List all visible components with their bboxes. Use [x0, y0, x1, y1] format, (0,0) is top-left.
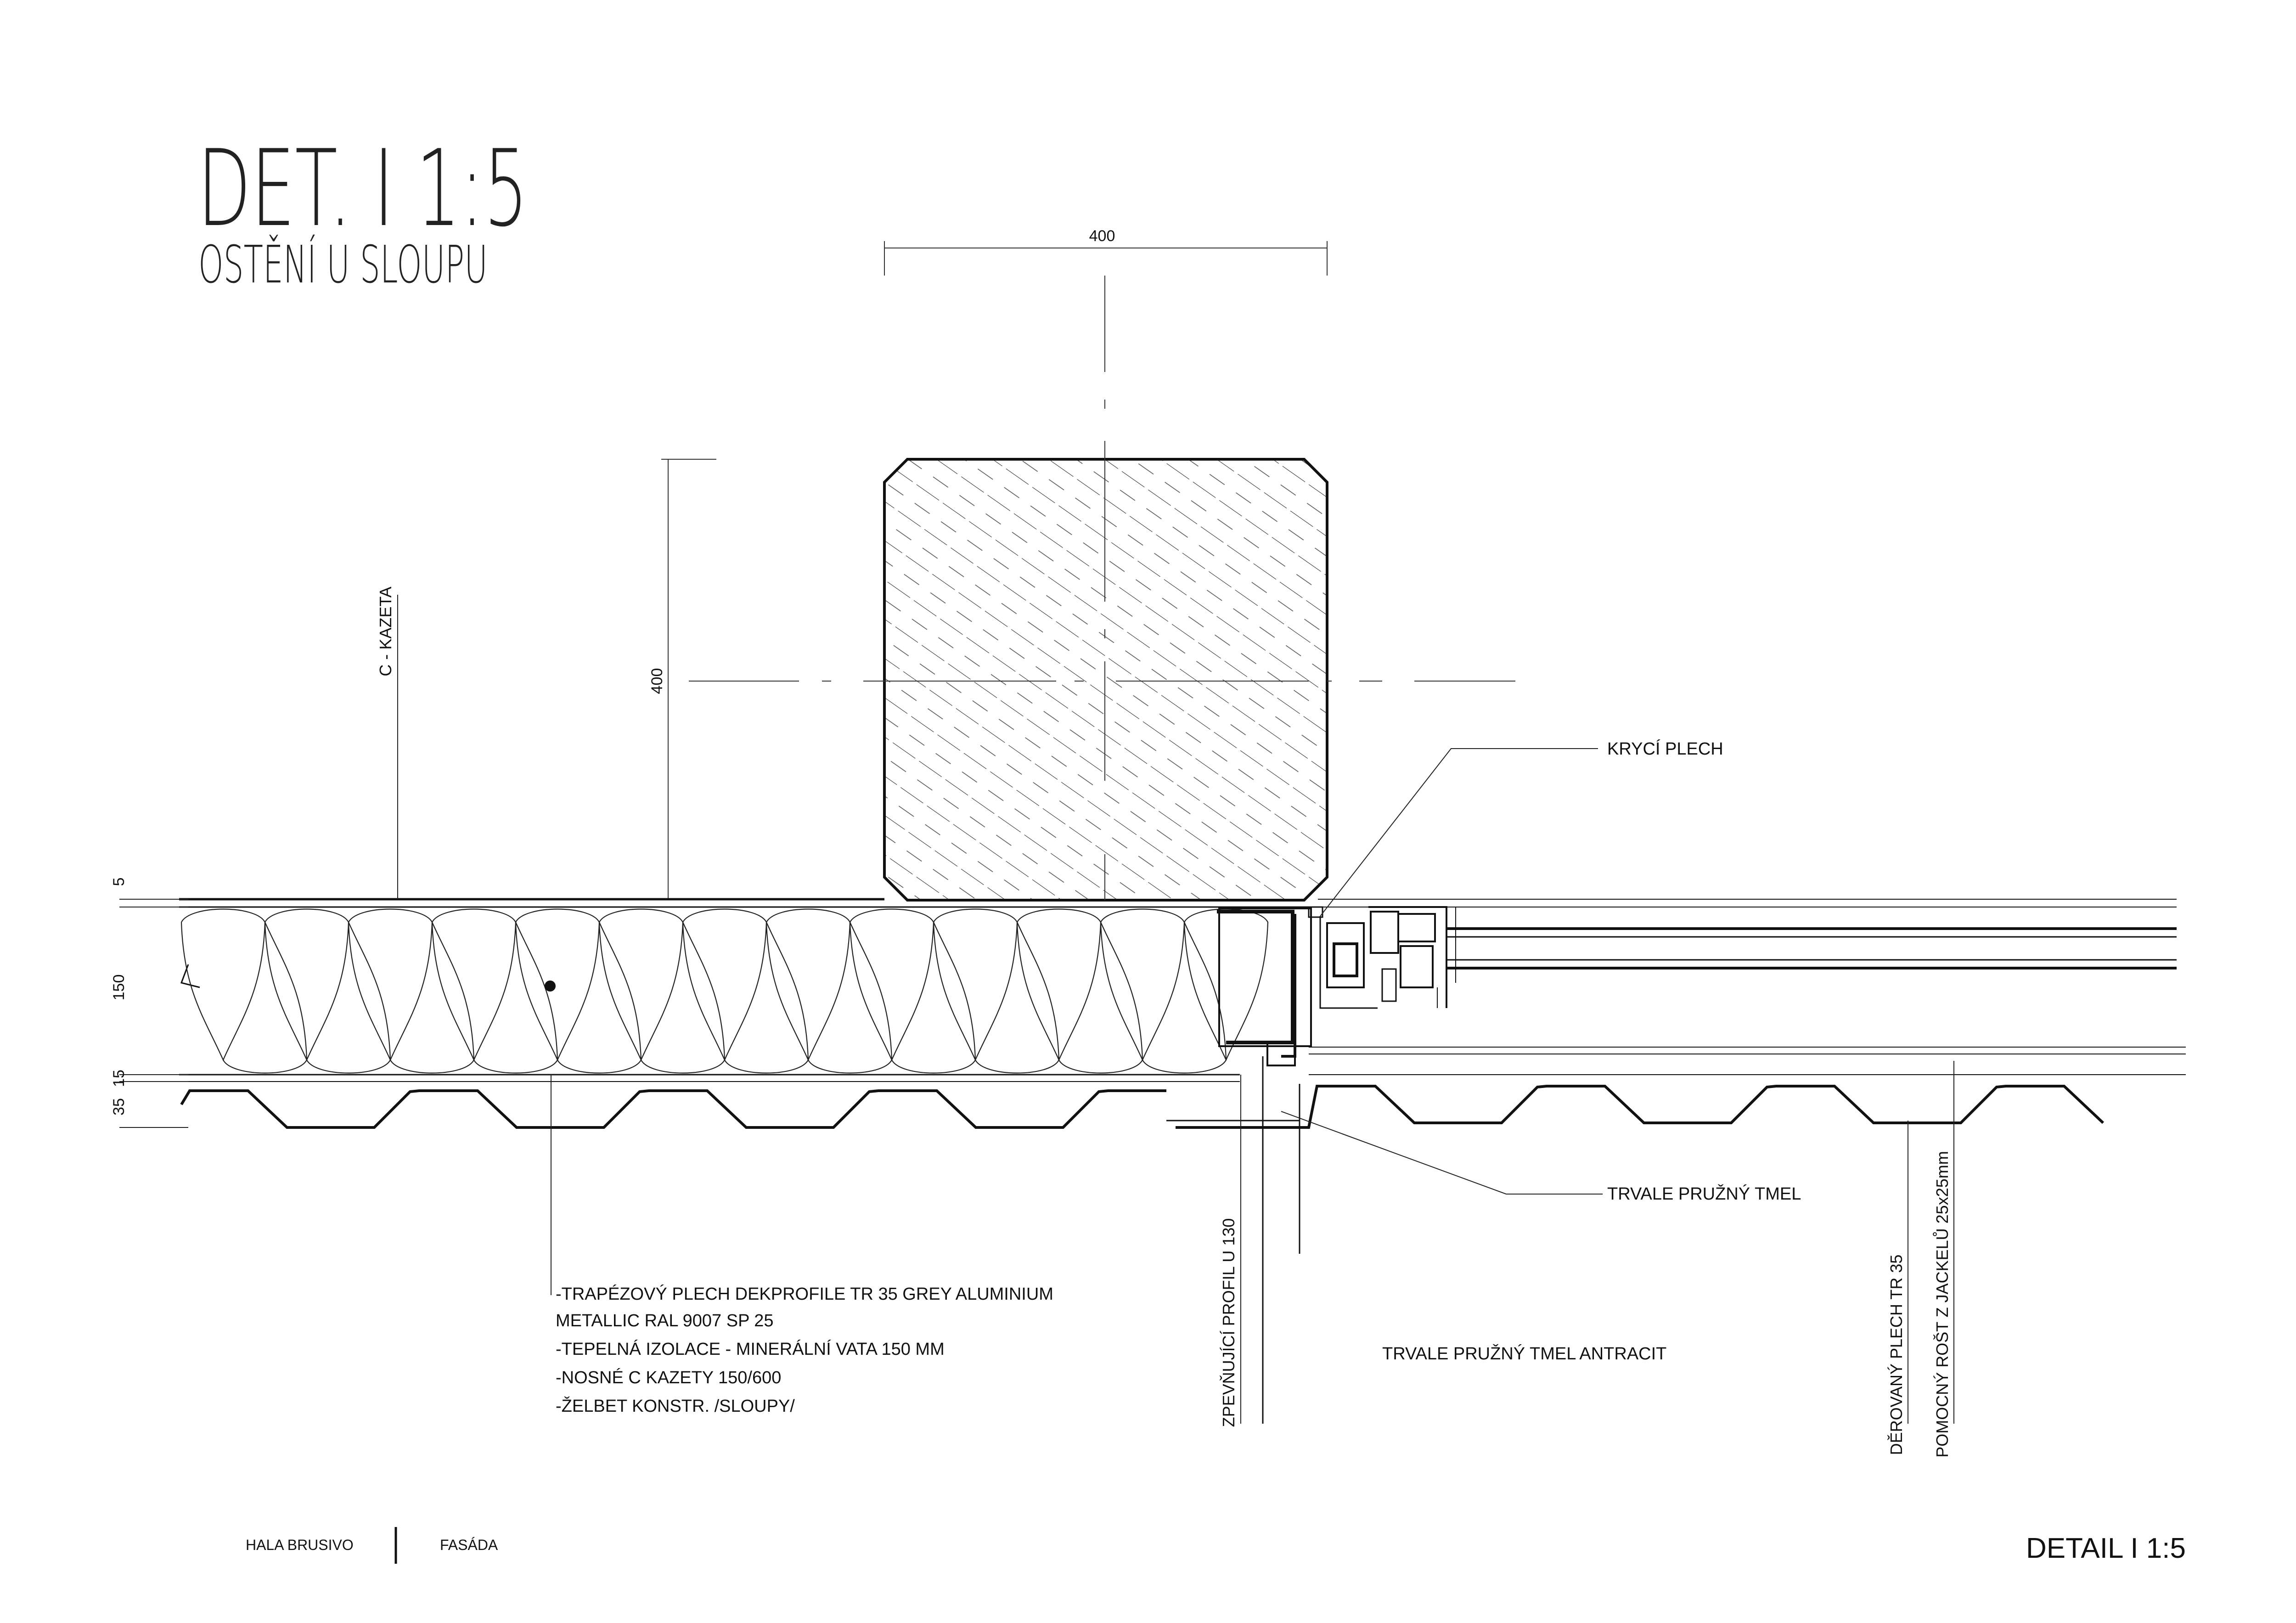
- label-c-kazeta: C - KAZETA: [376, 586, 395, 676]
- footer-project: HALA BRUSIVO: [246, 1537, 354, 1553]
- label-trvale-pruzny-tmel: TRVALE PRUŽNÝ TMEL: [1607, 1184, 1801, 1204]
- label-kryci-plech: KRYCÍ PLECH: [1607, 739, 1723, 759]
- insulation-wave: [765, 908, 851, 1061]
- insulation-wave: [264, 908, 349, 1061]
- insulation-wave: [348, 908, 433, 1061]
- insulation-wave: [1100, 908, 1185, 1061]
- insulation-wave: [557, 922, 642, 1074]
- dimension-horizontal: [884, 241, 1328, 276]
- drawing-subtitle: OSTĚNÍ U SLOUPU: [198, 234, 488, 295]
- insulation-wave: [682, 908, 767, 1061]
- insulation-wave: [933, 908, 1018, 1061]
- dimension-15: 15: [110, 1070, 128, 1087]
- composition-line: -ŽELBET KONSTR. /SLOUPY/: [556, 1396, 795, 1416]
- insulation-wave: [891, 922, 976, 1074]
- dimension-35: 35: [110, 1098, 128, 1116]
- leader-lines: [119, 595, 1954, 1424]
- dimension-5: 5: [110, 878, 128, 886]
- insulation-wave: [849, 908, 934, 1061]
- axis-lines: [689, 276, 1515, 900]
- dimension-vertical-label: 400: [648, 668, 666, 694]
- wall-layers: [179, 898, 2186, 1082]
- insulation-wave: [306, 922, 391, 1074]
- trapezoidal-sheet: [180, 1085, 2105, 1129]
- insulation-wave: [975, 922, 1060, 1074]
- label-trvale-pruzny-tmel-antracit: TRVALE PRUŽNÝ TMEL ANTRACIT: [1382, 1344, 1666, 1364]
- composition-line: -TEPELNÁ IZOLACE - MINERÁLNÍ VATA 150 MM: [556, 1339, 945, 1359]
- concrete-column: [883, 458, 1328, 902]
- footer-section: FASÁDA: [440, 1537, 498, 1553]
- label-zpevnujici-profil: ZPEVŇUJÍCÍ PROFIL U 130: [1219, 1218, 1238, 1427]
- dimension-horizontal-label: 400: [1089, 227, 1115, 245]
- insulation-wave: [1142, 922, 1227, 1074]
- window-frame-profile: [1166, 906, 2177, 1424]
- insulation-wave: [1016, 908, 1102, 1061]
- composition-line: METALLIC RAL 9007 SP 25: [556, 1311, 774, 1330]
- insulation-wave: [641, 922, 726, 1074]
- insulation-marker: [545, 981, 556, 992]
- insulation-wave: [515, 908, 600, 1061]
- dimension-vertical: [661, 459, 716, 900]
- insulation-wave: [180, 908, 266, 1061]
- insulation-wave: [724, 922, 809, 1074]
- label-derovany-plech: DĚROVANÝ PLECH TR 35: [1887, 1255, 1906, 1455]
- insulation-wave: [431, 908, 517, 1061]
- drawing-title: DET. I 1:5: [197, 128, 528, 250]
- label-pomocny-rost: POMOCNÝ ROŠT Z JACKELŮ 25x25mm: [1932, 1151, 1952, 1457]
- composition-line: -TRAPÉZOVÝ PLECH DEKPROFILE TR 35 GREY A…: [556, 1284, 1053, 1304]
- dimension-150: 150: [110, 975, 128, 1001]
- insulation-wave: [1183, 908, 1269, 1061]
- insulation-wave: [390, 922, 475, 1074]
- footer-detail: DETAIL I 1:5: [2026, 1533, 2186, 1564]
- insulation-wave: [808, 922, 893, 1074]
- insulation-wave: [1058, 922, 1143, 1074]
- composition-list: -TRAPÉZOVÝ PLECH DEKPROFILE TR 35 GREY A…: [556, 1284, 1053, 1416]
- insulation-wave: [598, 908, 684, 1061]
- insulation-pattern: [180, 908, 1269, 1074]
- composition-line: -NOSNÉ C KAZETY 150/600: [556, 1368, 781, 1387]
- insulation-wave: [223, 922, 308, 1074]
- insulation-wave: [473, 922, 558, 1074]
